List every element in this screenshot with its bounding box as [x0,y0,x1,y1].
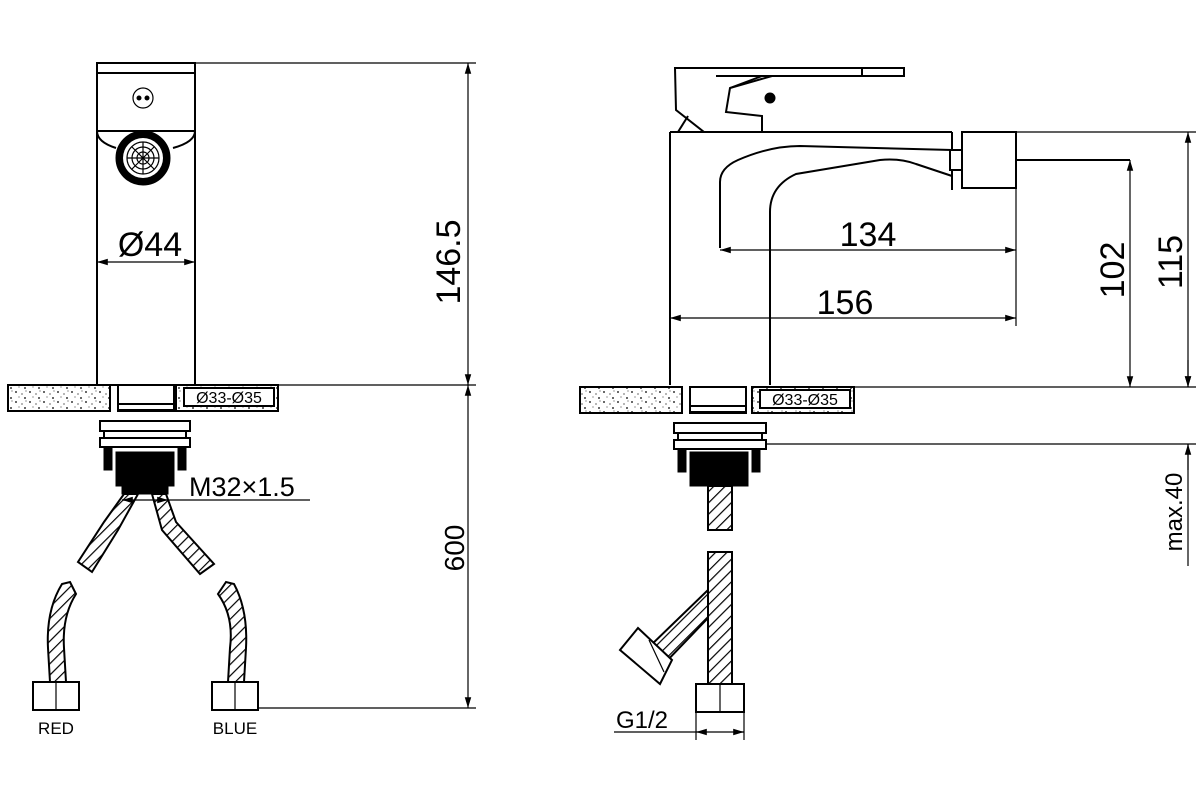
dim-reach-total-label: 156 [817,284,874,322]
label-red: RED [38,719,74,738]
dim-thread: M32×1.5 [122,472,310,504]
dim-height-front-label: 146.5 [430,219,468,304]
front-body [96,130,196,386]
front-view: Ø33-Ø35 RED [7,62,476,738]
front-hose-red: RED [32,580,80,738]
front-hoses-upper [76,493,216,576]
side-countertop: Ø33-Ø35 [579,386,855,414]
front-countertop: Ø33-Ø35 [7,384,279,412]
dim-max-thickness-label: max.40 [1161,473,1188,552]
dim-reach-spout-label: 134 [840,216,897,254]
dim-front-vertical: 146.5 600 [195,62,476,709]
label-blue: BLUE [213,719,257,738]
dim-diameter-label: Ø44 [118,226,182,264]
front-hole-label: Ø33-Ø35 [196,390,262,407]
dim-diameter: Ø44 [97,226,195,266]
side-hole-label: Ø33-Ø35 [772,392,838,409]
dim-reach: 134 156 [670,188,1017,326]
front-handle [96,62,196,132]
handle-indicator-icon [132,87,154,109]
dim-connector-label: G1/2 [616,707,668,734]
side-body [669,131,1130,385]
aerator-icon [115,130,171,186]
side-handle [673,67,905,133]
side-mounting-nut [673,422,767,487]
dim-height-total-label: 115 [1152,235,1190,289]
dim-connector: G1/2 [614,707,745,740]
dim-hose-length-label: 600 [439,525,470,572]
side-view: Ø33-Ø35 [579,67,1196,740]
front-hose-blue: BLUE [211,580,259,738]
front-mounting-nut [99,420,191,495]
dim-height-spout-label: 102 [1094,242,1132,299]
side-hose [618,485,745,713]
dim-thread-label: M32×1.5 [189,472,295,502]
dim-side-vertical: 102 115 max.40 [766,131,1196,566]
